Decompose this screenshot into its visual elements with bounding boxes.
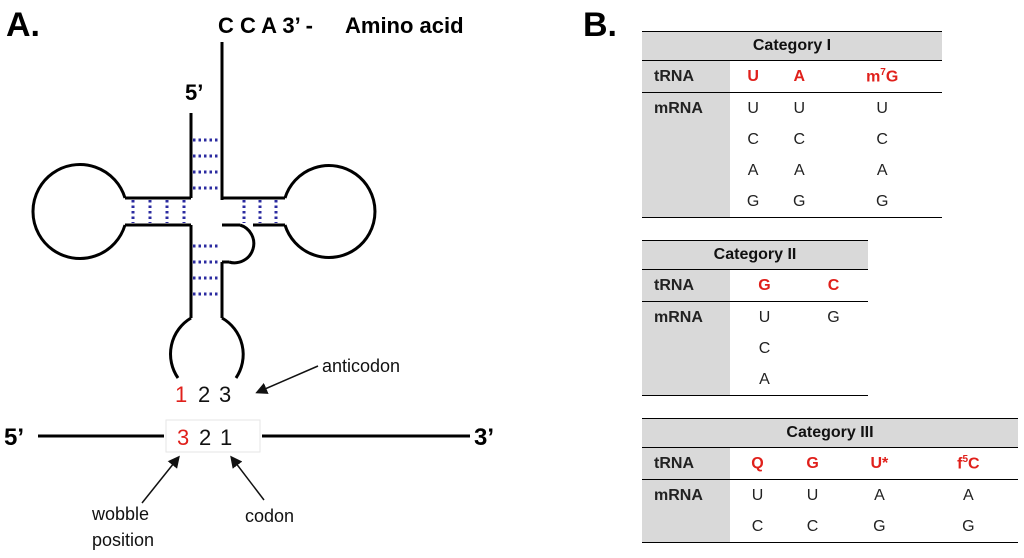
category-2-title: Category II [642,240,868,270]
trna-label: tRNA [642,60,730,93]
trna-base: U [730,60,777,93]
cca-sequence: C C A 3’ - [218,13,313,38]
anticodon-label: anticodon [322,356,400,376]
trna-base-m7g: m7G [822,60,942,93]
anticodon-digit-3: 3 [219,382,231,407]
mrna-label: mRNA [642,92,730,124]
mrna-base: U [747,99,759,117]
codon-digit-1: 1 [220,425,232,450]
codon-box [165,419,261,453]
mrna-base: C [730,511,786,543]
codon-arrow [230,455,265,501]
anticodon-digit-2: 2 [198,382,210,407]
mrna-base: G [822,186,942,218]
mrna-base: A [747,161,759,179]
base-pair-dots [131,138,278,296]
mrna-base: G [730,186,777,218]
trna-base: Q [730,447,786,480]
mrna-base: U [876,99,888,117]
category-1-title: Category I [642,31,942,61]
category-3-table: Category III tRNA Q G U* f5C mRNA U U A … [642,418,1018,543]
mrna-base: C [793,130,806,148]
mrna-base [799,333,868,364]
mrna-base: U [758,308,771,326]
trna-base: U* [840,447,919,480]
mrna-base: A [793,161,805,179]
mrna-base: U [751,486,764,504]
mrna-base [799,364,868,396]
category-1-table: Category I tRNA U A m7G mRNA U U U C C C… [642,31,942,218]
anticodon-arrow [255,365,319,394]
codon-label: codon [245,506,294,526]
mrna-base: C [747,130,759,148]
mrna-label: mRNA [642,479,730,511]
trna-label: tRNA [642,447,730,480]
mrna-five-prime-label: 5’ [4,424,24,451]
trna-cloverleaf [31,42,377,379]
mrna-base: C [876,130,888,148]
trna-base-f5c: f5C [918,447,1018,480]
mrna-base: U [806,486,819,504]
amino-acid-label: Amino acid [345,13,464,38]
mrna-base: C [758,339,771,357]
mrna-label: mRNA [642,301,730,333]
wobble-label-line2: position [92,530,154,550]
wobble-arrow [141,455,180,504]
codon-digit-3: 3 [177,425,189,450]
trna-base: C [799,269,868,302]
trna-five-prime-label: 5’ [185,80,203,105]
mrna-base: A [876,161,888,179]
mrna-base: A [874,486,885,504]
category-3-title: Category III [642,418,1018,448]
mrna-base: C [785,511,841,543]
anticodon-digit-1: 1 [175,382,187,407]
mrna-base: A [963,486,974,504]
mrna-base: G [776,186,823,218]
mrna-base: G [840,511,919,543]
mrna-base: A [730,364,799,396]
mrna-base: U [793,99,806,117]
mrna-base: G [827,308,840,326]
category-2-table: Category II tRNA G C mRNA U G C A [642,240,868,396]
trna-base: A [776,60,823,93]
mrna-three-prime-label: 3’ [474,424,494,451]
panel-b-label: B. [583,6,617,44]
panel-a-label: A. [6,6,40,44]
mrna-base: G [918,511,1018,543]
trna-base: G [785,447,841,480]
wobble-label-line1: wobble [91,504,149,524]
codon-digit-2: 2 [199,425,211,450]
trna-label: tRNA [642,269,730,302]
trna-base: G [730,269,799,302]
